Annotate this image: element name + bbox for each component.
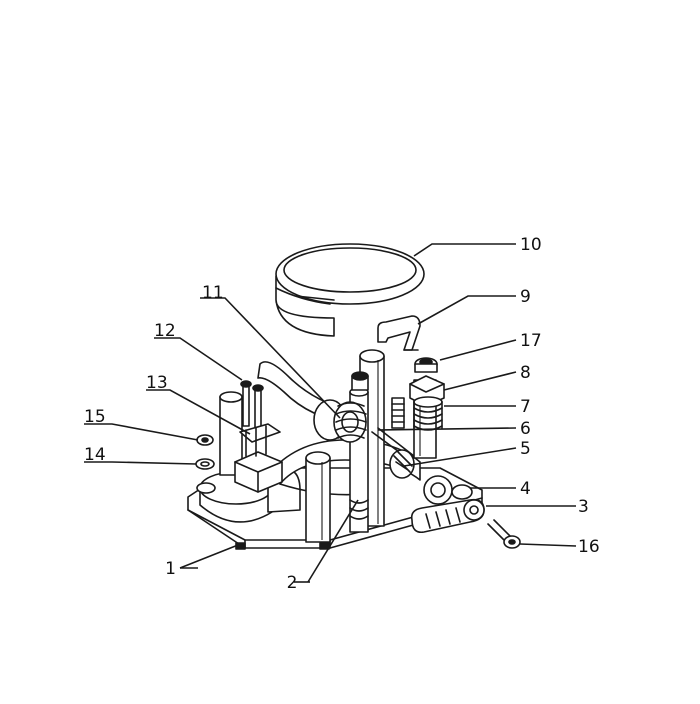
leader-lines [84,243,577,583]
part-17-nut [414,357,438,373]
callout-5: 5 [520,439,531,459]
part-7-spring [413,396,443,431]
part-12-screws [240,380,264,429]
callout-7: 7 [520,397,531,417]
part-13-bracket [239,423,281,457]
clamp-assembly [313,371,369,443]
callout-15: 15 [84,407,106,427]
callout-16: 16 [578,537,600,557]
small-spring [391,397,405,429]
callout-9: 9 [520,287,531,307]
part-15-washer [196,434,214,446]
callout-17: 17 [520,331,542,351]
part-4-ring [423,475,473,505]
callout-11: 11 [202,283,224,303]
part-3-lever [410,498,485,534]
callout-1: 1 [165,559,176,579]
callout-14: 14 [84,445,106,465]
callout-8: 8 [520,363,531,383]
callout-labels: 1 2 3 4 5 6 7 8 9 10 11 12 13 14 15 16 1… [84,235,600,593]
left-post [219,391,243,476]
part-5-gear [389,449,415,479]
part-9-handle [377,315,421,351]
callout-2: 2 [287,573,298,593]
callout-3: 3 [578,497,589,517]
callout-12: 12 [154,321,176,341]
callout-6: 6 [520,419,531,439]
part-14-washer [195,458,215,470]
part-16-bolt [487,519,521,549]
switch-block [234,451,283,493]
callout-13: 13 [146,373,168,393]
callout-10: 10 [520,235,542,255]
callout-4: 4 [520,479,531,499]
part-10-ring [275,243,425,337]
front-post [305,451,331,543]
